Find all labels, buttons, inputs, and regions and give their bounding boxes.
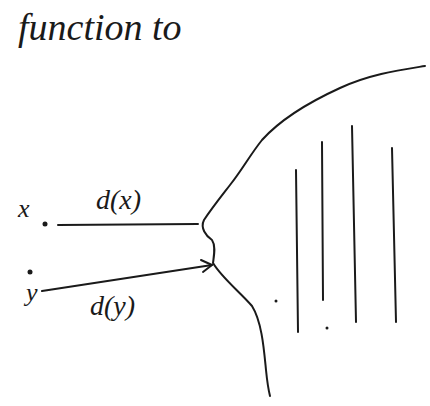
distance-line [42,265,212,291]
distance-label: d(x) [96,186,141,214]
point-label: y [26,280,38,306]
vertical-hatch [296,170,298,332]
distance-label: d(y) [90,292,135,320]
set-outline [203,66,425,396]
vertical-hatch [392,148,396,322]
stray-dot [326,327,329,330]
distance-line [58,224,198,225]
arrow-tip [201,260,212,272]
stray-dot [275,300,278,303]
point-label: x [18,196,30,222]
handwritten-heading: function to [18,8,182,46]
point-dot [28,270,33,275]
vertical-hatch [352,126,356,322]
vertical-hatch [322,142,323,300]
point-dot [43,222,48,227]
